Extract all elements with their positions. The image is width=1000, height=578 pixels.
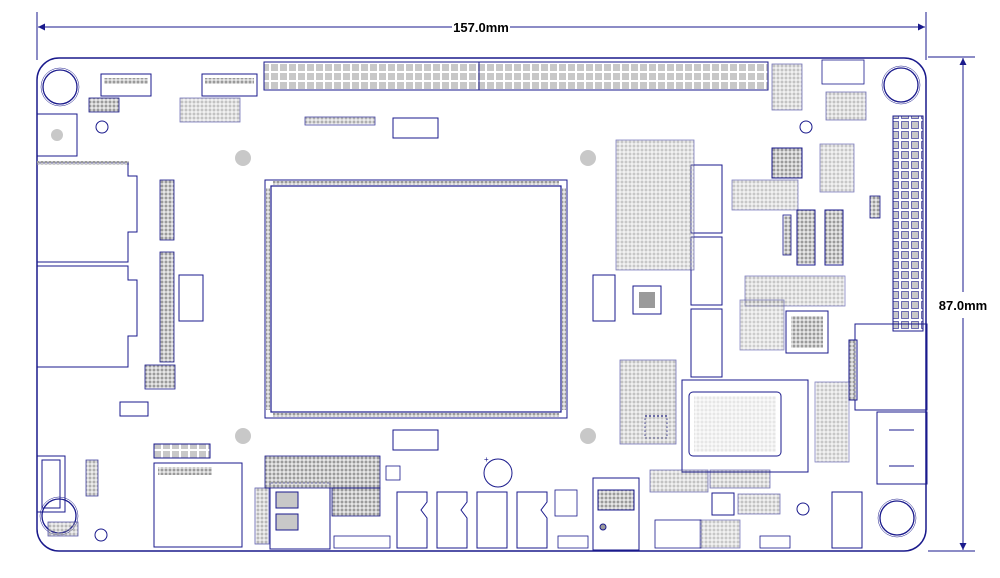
- bottom-jacks: [396, 477, 863, 551]
- ethernet-jack-icon: [37, 161, 138, 368]
- ffc-connector: [100, 73, 258, 417]
- fiducial-icon: [94, 120, 813, 542]
- power-module: [681, 379, 809, 473]
- pin-header-icon: [263, 61, 769, 91]
- capacitor-icon: +: [483, 455, 513, 488]
- width-dimension: [36, 12, 927, 60]
- side-pin-header: [892, 115, 924, 332]
- main-processor-chip: [264, 179, 568, 419]
- usb-connector: [36, 113, 78, 513]
- height-dimension-label: 87.0mm: [939, 298, 987, 313]
- memory-chip: [690, 164, 844, 378]
- small-ic: [178, 117, 616, 451]
- ic-chip-icon: [632, 147, 829, 516]
- sd-slot-icon: [153, 443, 243, 548]
- right-connector: [848, 323, 928, 485]
- width-dimension-label: 157.0mm: [453, 20, 509, 35]
- height-dimension: [928, 56, 975, 552]
- board-outline: [36, 57, 927, 552]
- bottom-ethernet: [269, 482, 331, 550]
- passive-components: [47, 59, 881, 549]
- svg-text:+: +: [484, 455, 489, 464]
- mounting-hole-icon: [39, 65, 921, 538]
